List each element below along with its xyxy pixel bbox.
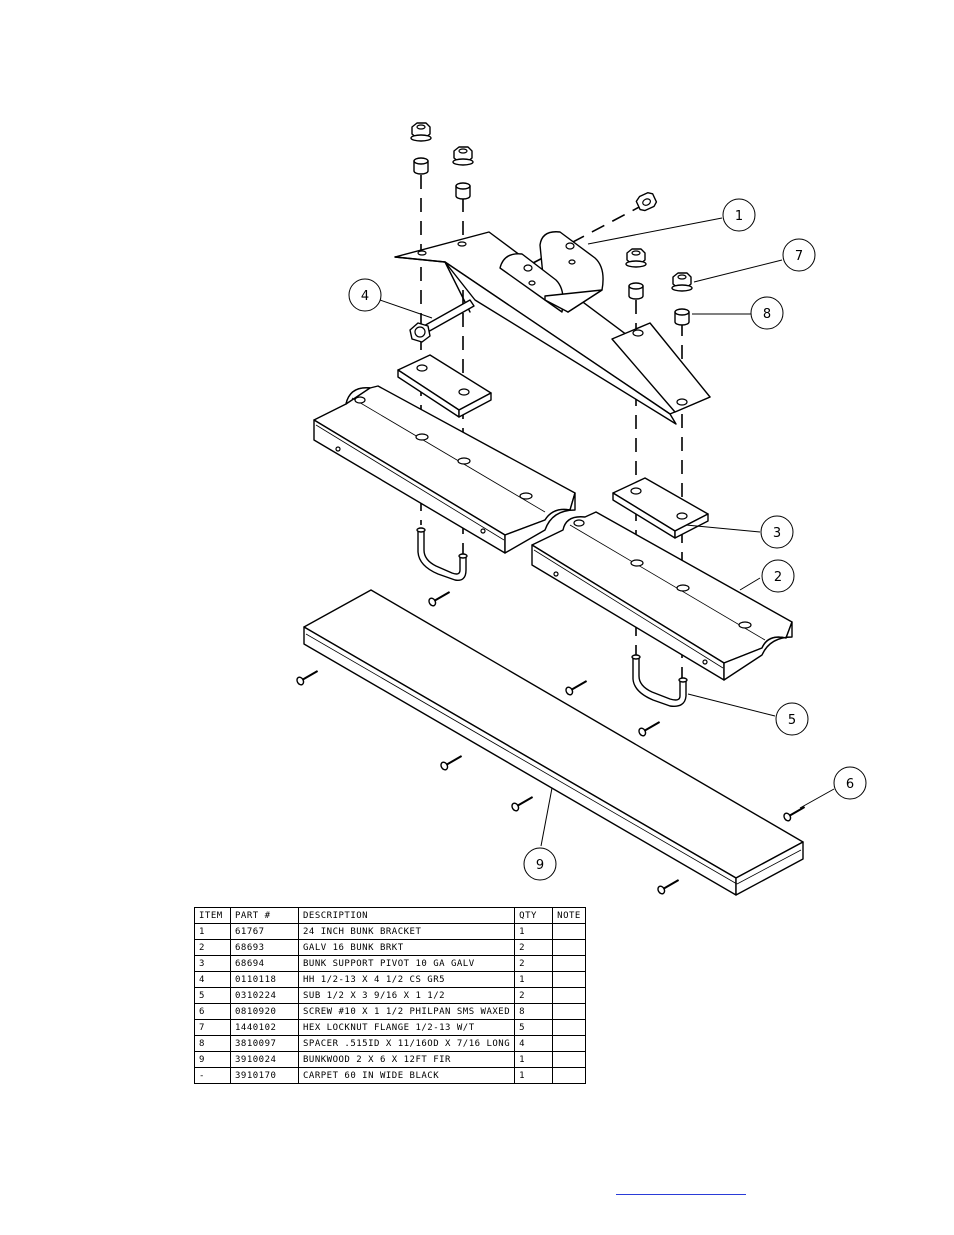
table-row: 1 61767 24 INCH BUNK BRACKET 1 bbox=[194, 923, 586, 940]
cell-note bbox=[552, 987, 586, 1004]
cell-item: 8 bbox=[194, 1035, 231, 1052]
cell-note bbox=[552, 923, 586, 940]
cell-part: 68694 bbox=[230, 955, 299, 972]
cell-note bbox=[552, 939, 586, 956]
cell-item: 4 bbox=[194, 971, 231, 988]
balloon-label: 4 bbox=[361, 289, 369, 304]
table-row: 3 68694 BUNK SUPPORT PIVOT 10 GA GALV 2 bbox=[194, 955, 586, 972]
table-row: 7 1440102 HEX LOCKNUT FLANGE 1/2-13 W/T … bbox=[194, 1019, 586, 1036]
cell-item: - bbox=[194, 1067, 231, 1084]
cell-part: 0110118 bbox=[230, 971, 299, 988]
balloon-item-1: 1 bbox=[723, 199, 755, 231]
cell-qty: 1 bbox=[514, 1067, 554, 1084]
balloon-label: 9 bbox=[536, 858, 544, 873]
balloon-item-4: 4 bbox=[349, 279, 381, 311]
bunkwood-item-9 bbox=[304, 590, 803, 895]
cell-qty: 8 bbox=[514, 1003, 554, 1020]
cell-description: CARPET 60 IN WIDE BLACK bbox=[297, 1067, 516, 1084]
bunk-bracket-item-1 bbox=[395, 232, 710, 424]
balloon-item-5: 5 bbox=[776, 703, 808, 735]
cell-item: 5 bbox=[194, 987, 231, 1004]
cell-qty: 2 bbox=[514, 939, 554, 956]
cell-qty: 4 bbox=[514, 1035, 554, 1052]
table-row: 5 0310224 SUB 1/2 X 3 9/16 X 1 1/2 2 bbox=[194, 987, 586, 1004]
table-row: - 3910170 CARPET 60 IN WIDE BLACK 1 bbox=[194, 1067, 586, 1084]
balloon-item-2: 2 bbox=[762, 560, 794, 592]
bom-header-row: ITEM PART # DESCRIPTION QTY NOTE bbox=[194, 907, 586, 924]
balloon-label: 8 bbox=[763, 307, 771, 322]
cell-description: SCREW #10 X 1 1/2 PHILPAN SMS WAXED bbox=[297, 1003, 516, 1020]
cell-item: 9 bbox=[194, 1051, 231, 1068]
balloon-item-7: 7 bbox=[783, 239, 815, 271]
header-item: ITEM bbox=[194, 907, 231, 924]
cell-description: SUB 1/2 X 3 9/16 X 1 1/2 bbox=[297, 987, 516, 1004]
cell-qty: 1 bbox=[514, 923, 554, 940]
footer-hyperlink[interactable] bbox=[616, 1180, 746, 1195]
cell-qty: 5 bbox=[514, 1019, 554, 1036]
hex-bolt-item-4 bbox=[410, 300, 474, 342]
cell-note bbox=[552, 971, 586, 988]
cell-qty: 2 bbox=[514, 987, 554, 1004]
exploded-assembly-drawing: 1 2 3 4 5 6 7 8 9 bbox=[0, 0, 954, 900]
cell-item: 2 bbox=[194, 939, 231, 956]
balloon-item-9: 9 bbox=[524, 848, 556, 880]
cell-qty: 1 bbox=[514, 971, 554, 988]
cell-item: 3 bbox=[194, 955, 231, 972]
spacer-item-8 bbox=[414, 158, 689, 325]
table-row: 9 3910024 BUNKWOOD 2 X 6 X 12FT FIR 1 bbox=[194, 1051, 586, 1068]
cell-item: 6 bbox=[194, 1003, 231, 1020]
cell-description: GALV 16 BUNK BRKT bbox=[297, 939, 516, 956]
table-row: 2 68693 GALV 16 BUNK BRKT 2 bbox=[194, 939, 586, 956]
cell-note bbox=[552, 1051, 586, 1068]
cell-part: 3910024 bbox=[230, 1051, 299, 1068]
cell-part: 61767 bbox=[230, 923, 299, 940]
cell-qty: 1 bbox=[514, 1051, 554, 1068]
cell-part: 0810920 bbox=[230, 1003, 299, 1020]
cell-note bbox=[552, 955, 586, 972]
leader-lines bbox=[380, 218, 834, 846]
balloon-label: 1 bbox=[735, 209, 743, 224]
balloon-label: 5 bbox=[788, 713, 796, 728]
cell-description: SPACER .515ID X 11/16OD X 7/16 LONG bbox=[297, 1035, 516, 1052]
cell-part: 3810097 bbox=[230, 1035, 299, 1052]
cell-description: HEX LOCKNUT FLANGE 1/2-13 W/T bbox=[297, 1019, 516, 1036]
table-row: 8 3810097 SPACER .515ID X 11/16OD X 7/16… bbox=[194, 1035, 586, 1052]
cell-part: 3910170 bbox=[230, 1067, 299, 1084]
cell-description: HH 1/2-13 X 4 1/2 CS GR5 bbox=[297, 971, 516, 988]
cell-part: 0310224 bbox=[230, 987, 299, 1004]
cell-note bbox=[552, 1019, 586, 1036]
balloon-label: 7 bbox=[795, 249, 803, 264]
cell-description: BUNK SUPPORT PIVOT 10 GA GALV bbox=[297, 955, 516, 972]
balloon-label: 2 bbox=[774, 570, 782, 585]
cell-part: 68693 bbox=[230, 939, 299, 956]
balloon-item-6: 6 bbox=[834, 767, 866, 799]
cell-description: 24 INCH BUNK BRACKET bbox=[297, 923, 516, 940]
balloon-item-3: 3 bbox=[761, 516, 793, 548]
bill-of-materials-table: ITEM PART # DESCRIPTION QTY NOTE 1 61767… bbox=[194, 907, 586, 1084]
galv-bunk-bracket-item-2-right bbox=[532, 512, 792, 680]
galv-bunk-bracket-item-2-left bbox=[314, 386, 575, 553]
balloon-item-8: 8 bbox=[751, 297, 783, 329]
cell-item: 7 bbox=[194, 1019, 231, 1036]
balloon-label: 3 bbox=[773, 526, 781, 541]
u-bolt-item-5 bbox=[417, 528, 687, 706]
bunk-support-pivot-item-3-right bbox=[613, 478, 708, 538]
header-qty: QTY bbox=[514, 907, 554, 924]
cell-item: 1 bbox=[194, 923, 231, 940]
header-description: DESCRIPTION bbox=[297, 907, 516, 924]
locknut-item-7 bbox=[411, 123, 692, 291]
cell-note bbox=[552, 1035, 586, 1052]
table-row: 4 0110118 HH 1/2-13 X 4 1/2 CS GR5 1 bbox=[194, 971, 586, 988]
header-note: NOTE bbox=[552, 907, 586, 924]
table-row: 6 0810920 SCREW #10 X 1 1/2 PHILPAN SMS … bbox=[194, 1003, 586, 1020]
header-part: PART # bbox=[230, 907, 299, 924]
balloon-label: 6 bbox=[846, 777, 854, 792]
cell-description: BUNKWOOD 2 X 6 X 12FT FIR bbox=[297, 1051, 516, 1068]
screw-item-6 bbox=[296, 589, 807, 895]
bunk-support-pivot-item-3-left bbox=[398, 355, 491, 417]
cell-part: 1440102 bbox=[230, 1019, 299, 1036]
cell-note bbox=[552, 1003, 586, 1020]
cell-qty: 2 bbox=[514, 955, 554, 972]
cell-note bbox=[552, 1067, 586, 1084]
